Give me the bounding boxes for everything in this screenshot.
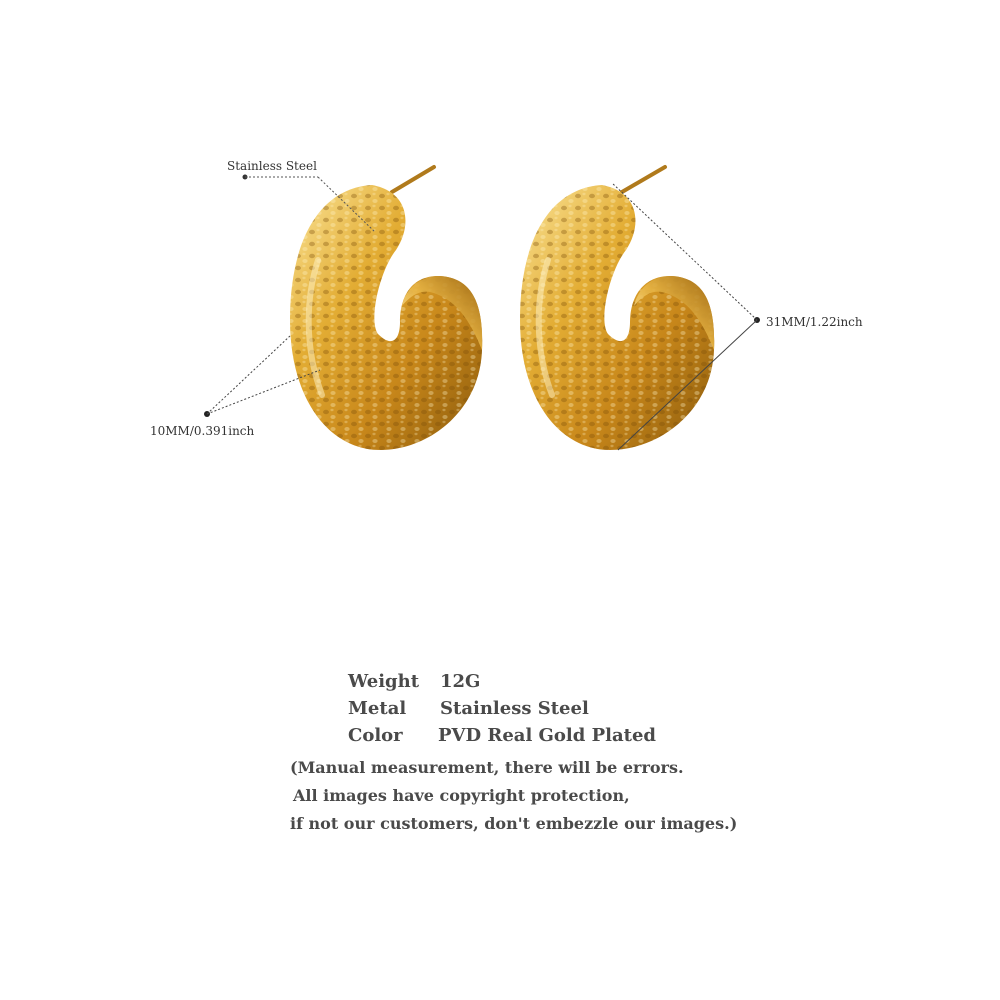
width-callout [204, 335, 321, 417]
material-callout [242, 174, 376, 233]
width-label: 10MM/0.391inch [150, 424, 255, 438]
left-earring [290, 165, 483, 450]
disclaimer-line: if not our customers, don't embezzle our… [290, 814, 738, 833]
material-label: Stainless Steel [227, 159, 317, 173]
spec-key-color: Color [348, 725, 403, 746]
spec-key-metal: Metal [348, 698, 407, 719]
spec-value-weight: 12G [440, 671, 481, 692]
spec-value-metal: Stainless Steel [440, 698, 589, 719]
left-earring-post [390, 165, 436, 194]
right-earring [520, 165, 715, 450]
spec-key-weight: Weight [348, 671, 420, 692]
right-earring-post [620, 165, 667, 194]
disclaimer-line: (Manual measurement, there will be error… [290, 758, 684, 777]
spec-value-color: PVD Real Gold Plated [438, 725, 657, 746]
height-label: 31MM/1.22inch [766, 315, 863, 329]
disclaimer-line: All images have copyright protection, [293, 786, 630, 805]
height-callout [611, 182, 760, 451]
